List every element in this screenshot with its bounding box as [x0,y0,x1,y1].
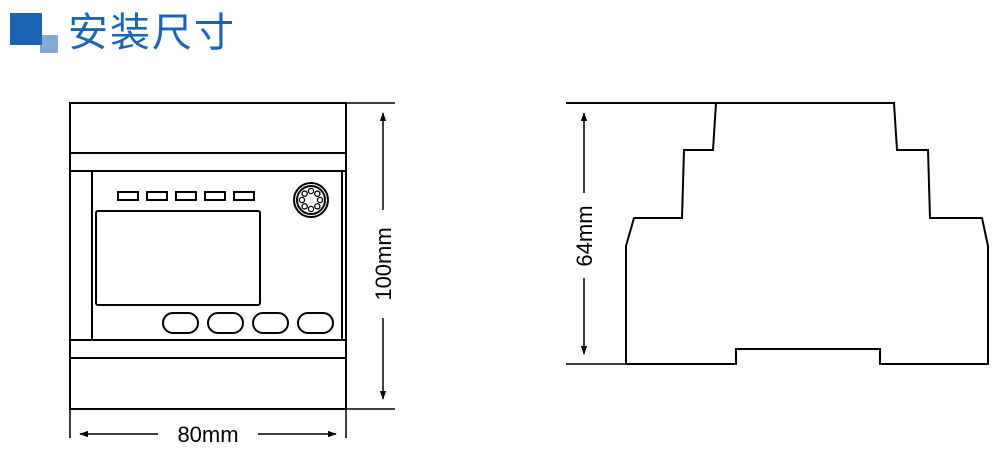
port-pin-icon [307,187,315,195]
status-led-icon [175,191,197,201]
front-view [69,102,347,410]
status-led-icon [117,191,139,201]
port-pin-icon [307,205,315,213]
side-dimensions [566,112,626,365]
side-profile [566,102,989,365]
section-title: 安装尺寸 [68,10,236,56]
width-label: 80mm [177,422,238,447]
port-pin-icon [301,203,308,210]
section-header: 安装尺寸 [10,8,236,58]
status-led-icon [233,191,255,201]
keypad-button [252,312,289,334]
side-view [566,102,989,365]
status-led-icon [204,191,226,201]
rotary-port-icon [293,182,329,218]
front-dimensions [69,102,395,438]
port-pin-icon [314,190,321,197]
keypad-button [162,312,199,334]
square-bullet-icon [10,11,58,55]
button-row [162,312,334,334]
port-pin-icon [298,196,306,204]
port-pin-icon [316,196,324,204]
keypad-button [297,312,334,334]
front-outline [69,102,347,410]
display-screen [95,210,261,306]
keypad-button [207,312,244,334]
indicator-row [117,191,255,201]
port-pin-icon [301,190,308,197]
height-label: 100mm [371,227,396,300]
status-led-icon [146,191,168,201]
faceplate [91,170,343,341]
depth-label: 64mm [572,205,597,266]
port-pin-icon [314,203,321,210]
